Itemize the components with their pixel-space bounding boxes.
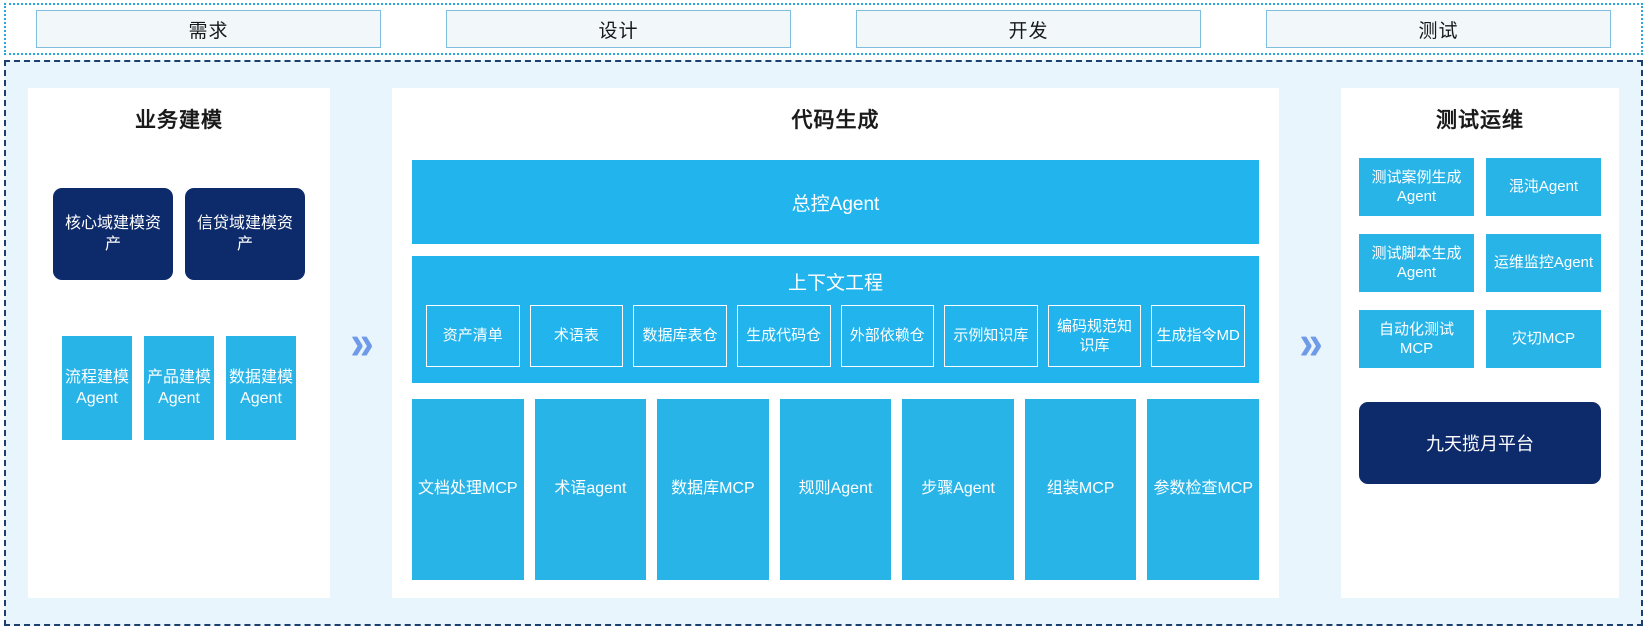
tool-card-rule-agent[interactable]: 规则Agent [779, 399, 892, 580]
asset-card-core-domain[interactable]: 核心域建模资产 [53, 188, 173, 280]
test-card-label: 灾切MCP [1511, 330, 1576, 348]
tool-card-label: 术语agent [554, 480, 627, 498]
phase-requirements[interactable]: 需求 [36, 10, 381, 48]
phase-design[interactable]: 设计 [446, 10, 791, 48]
agent-card-label: 产品建模Agent [146, 368, 211, 407]
tool-card-database-mcp[interactable]: 数据库MCP [657, 399, 769, 580]
tool-card-label: 步骤Agent [921, 480, 996, 498]
test-card-label: 运维监控Agent [1493, 254, 1594, 272]
phase-label: 需求 [188, 20, 229, 42]
context-chip-coding-standard-knowledge-base[interactable]: 编码规范知识库 [1047, 305, 1142, 367]
double-chevron-right-icon-1: » [330, 88, 392, 598]
panel-code-generation: 代码生成 总控Agent 上下文工程 资产清单 术语表 [392, 88, 1279, 598]
panel-test-operations: 测试运维 测试案例生成Agent 混沌Agent 测试脚本生成Agent 运维监… [1341, 88, 1619, 598]
phase-label: 设计 [598, 20, 639, 42]
agent-card-process-modeling[interactable]: 流程建模Agent [62, 336, 132, 440]
test-operations-grid: 测试案例生成Agent 混沌Agent 测试脚本生成Agent 运维监控Agen… [1359, 158, 1601, 368]
context-engineering-title: 上下文工程 [787, 273, 883, 294]
double-chevron-glyph: » [350, 315, 373, 370]
tool-card-label: 规则Agent [798, 480, 873, 498]
business-modeling-body: 核心域建模资产 信贷域建模资产 流程建模Agent 产品建模Agent 数据建模… [28, 134, 330, 598]
context-chip-generation-instruction-md[interactable]: 生成指令MD [1151, 305, 1245, 367]
test-card-case-generation-agent[interactable]: 测试案例生成Agent [1359, 158, 1474, 216]
context-chip-glossary[interactable]: 术语表 [529, 305, 624, 367]
tool-card-label: 文档处理MCP [418, 480, 518, 498]
agent-card-data-modeling[interactable]: 数据建模Agent [226, 336, 296, 440]
tool-card-label: 数据库MCP [671, 480, 755, 498]
context-chip-row: 资产清单 术语表 数据库表仓 生成代码仓 外部依赖仓 [426, 305, 1245, 367]
test-card-chaos-agent[interactable]: 混沌Agent [1486, 158, 1601, 216]
context-chip-database-table-repo[interactable]: 数据库表仓 [633, 305, 727, 367]
test-card-script-generation-agent[interactable]: 测试脚本生成Agent [1359, 234, 1474, 292]
test-card-automated-testing-mcp[interactable]: 自动化测试MCP [1359, 310, 1474, 368]
modeling-assets-row: 核心域建模资产 信贷域建模资产 [48, 188, 310, 280]
context-chip-generated-code-repo[interactable]: 生成代码仓 [736, 305, 831, 367]
context-chip-label: 数据库表仓 [642, 327, 718, 345]
tool-card-label: 组装MCP [1046, 480, 1115, 498]
asset-card-credit-domain[interactable]: 信贷域建模资产 [185, 188, 305, 280]
phase-bar: 需求 设计 开发 测试 [4, 3, 1643, 55]
agent-card-label: 流程建模Agent [64, 368, 129, 407]
phase-label: 测试 [1418, 20, 1459, 42]
double-chevron-right-icon-2: » [1279, 88, 1341, 598]
tool-card-assembly-mcp[interactable]: 组装MCP [1024, 399, 1137, 580]
panel-business-modeling: 业务建模 核心域建模资产 信贷域建模资产 流程建模Agent 产品建模Agent [28, 88, 330, 598]
panel-title-business-modeling: 业务建模 [135, 109, 223, 132]
test-card-label: 测试脚本生成Agent [1371, 244, 1462, 282]
tool-card-row: 文档处理MCP 术语agent 数据库MCP 规则Agent 步骤Agent [412, 399, 1260, 580]
panel-title-code-generation: 代码生成 [791, 109, 880, 132]
context-chip-asset-inventory[interactable]: 资产清单 [426, 305, 520, 367]
test-card-label: 自动化测试MCP [1378, 320, 1454, 358]
test-card-label: 测试案例生成Agent [1371, 168, 1462, 206]
tool-card-parameter-check-mcp[interactable]: 参数检查MCP [1147, 399, 1260, 580]
test-card-label: 混沌Agent [1508, 178, 1579, 196]
tool-card-document-processing-mcp[interactable]: 文档处理MCP [412, 399, 524, 580]
code-generation-body: 总控Agent 上下文工程 资产清单 术语表 数据库表仓 [392, 134, 1279, 598]
asset-card-label: 信贷域建模资产 [196, 214, 293, 253]
master-agent-bar[interactable]: 总控Agent [412, 160, 1259, 244]
architecture-container: 业务建模 核心域建模资产 信贷域建模资产 流程建模Agent 产品建模Agent [4, 60, 1643, 626]
context-chip-label: 生成指令MD [1156, 327, 1240, 345]
master-agent-label: 总控Agent [791, 193, 880, 215]
agent-card-label: 数据建模Agent [228, 368, 293, 407]
panel-title-test-operations: 测试运维 [1436, 109, 1524, 132]
modeling-agents-row: 流程建模Agent 产品建模Agent 数据建模Agent [48, 336, 310, 440]
phase-testing[interactable]: 测试 [1266, 10, 1611, 48]
test-card-ops-monitoring-agent[interactable]: 运维监控Agent [1486, 234, 1601, 292]
asset-card-label: 核心域建模资产 [64, 214, 161, 253]
context-chip-label: 资产清单 [442, 327, 503, 345]
double-chevron-glyph: » [1299, 315, 1322, 370]
test-card-disaster-recovery-mcp[interactable]: 灾切MCP [1486, 310, 1601, 368]
context-chip-label: 生成代码仓 [746, 327, 822, 345]
context-chip-label: 术语表 [553, 327, 599, 345]
context-chip-label: 外部依赖仓 [849, 327, 925, 345]
phase-label: 开发 [1008, 20, 1049, 42]
context-chip-external-dependency-repo[interactable]: 外部依赖仓 [840, 305, 935, 367]
platform-card-jiutian-lanyue[interactable]: 九天揽月平台 [1359, 402, 1601, 484]
tool-card-glossary-agent[interactable]: 术语agent [534, 399, 647, 580]
agent-card-product-modeling[interactable]: 产品建模Agent [144, 336, 214, 440]
tool-card-label: 参数检查MCP [1153, 480, 1254, 498]
context-chip-label: 示例知识库 [953, 327, 1029, 345]
context-engineering-band: 上下文工程 资产清单 术语表 数据库表仓 生成代码仓 [412, 256, 1259, 383]
test-operations-body: 测试案例生成Agent 混沌Agent 测试脚本生成Agent 运维监控Agen… [1341, 134, 1619, 598]
phase-development[interactable]: 开发 [856, 10, 1201, 48]
context-chip-label: 编码规范知识库 [1057, 317, 1133, 354]
context-chip-example-knowledge-base[interactable]: 示例知识库 [944, 305, 1038, 367]
tool-card-step-agent[interactable]: 步骤Agent [902, 399, 1014, 580]
platform-card-label: 九天揽月平台 [1426, 434, 1534, 454]
